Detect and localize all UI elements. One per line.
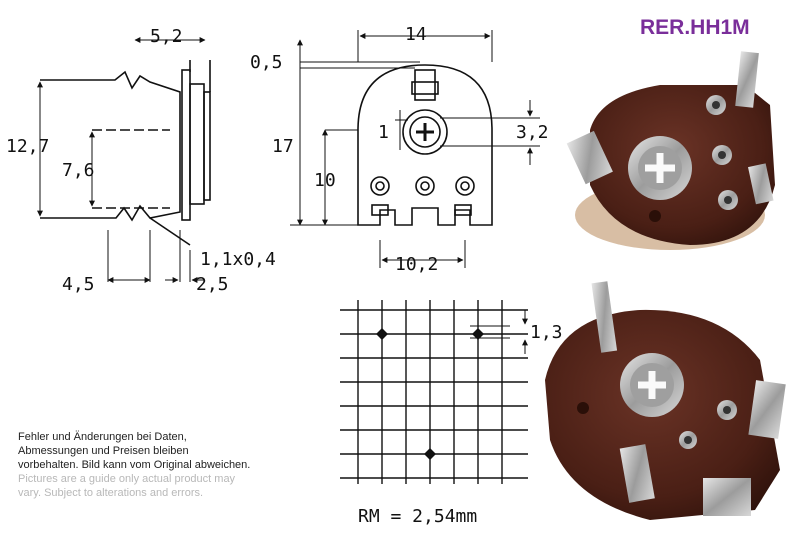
dim-width-front: 14 xyxy=(405,24,427,45)
dim-pin-offset: 4,5 xyxy=(62,274,95,295)
pad-marker xyxy=(472,328,484,340)
dim-height-total: 12,7 xyxy=(6,136,49,157)
disclaimer-german-line-1: Fehler und Änderungen bei Daten, xyxy=(18,431,187,443)
product-photo-top xyxy=(566,51,775,250)
grid-caption: RM = 2,54mm xyxy=(358,506,477,527)
disclaimer-german-line-2: Abmessungen und Preisen bleiben xyxy=(18,445,189,457)
dim-body-height: 10 xyxy=(314,170,336,191)
dim-disk-height: 3,2 xyxy=(516,122,549,143)
footprint-grid xyxy=(340,300,528,484)
dim-pin-size: 1,1x0,4 xyxy=(200,249,276,270)
pad-marker xyxy=(376,328,388,340)
disclaimer-english-line-1: Pictures are a guide only actual product… xyxy=(18,473,236,485)
disclaimer-english-line-2: vary. Subject to alterations and errors. xyxy=(18,487,204,499)
dim-tab-thickness: 0,5 xyxy=(250,52,283,73)
dim-pin-spacing: 2,5 xyxy=(196,274,229,295)
part-number-title: RER.HH1M xyxy=(640,16,750,39)
dim-pad-offset: 1,3 xyxy=(530,322,563,343)
pad-marker xyxy=(424,448,436,460)
front-view-drawing xyxy=(290,30,540,268)
disclaimer-note: Fehler und Änderungen bei Daten, Abmessu… xyxy=(18,430,348,500)
disclaimer-german-line-3: vorbehalten. Bild kann vom Original abwe… xyxy=(18,459,251,471)
side-view-drawing xyxy=(37,37,211,283)
grid-dimension xyxy=(470,310,528,354)
dim-width-side: 5,2 xyxy=(150,26,183,47)
dim-height-body: 7,6 xyxy=(62,160,95,181)
dim-pin-pitch: 10,2 xyxy=(395,254,438,275)
dim-offset: 1 xyxy=(378,122,389,143)
dim-height-front: 17 xyxy=(272,136,294,157)
product-photo-bottom xyxy=(545,281,786,520)
